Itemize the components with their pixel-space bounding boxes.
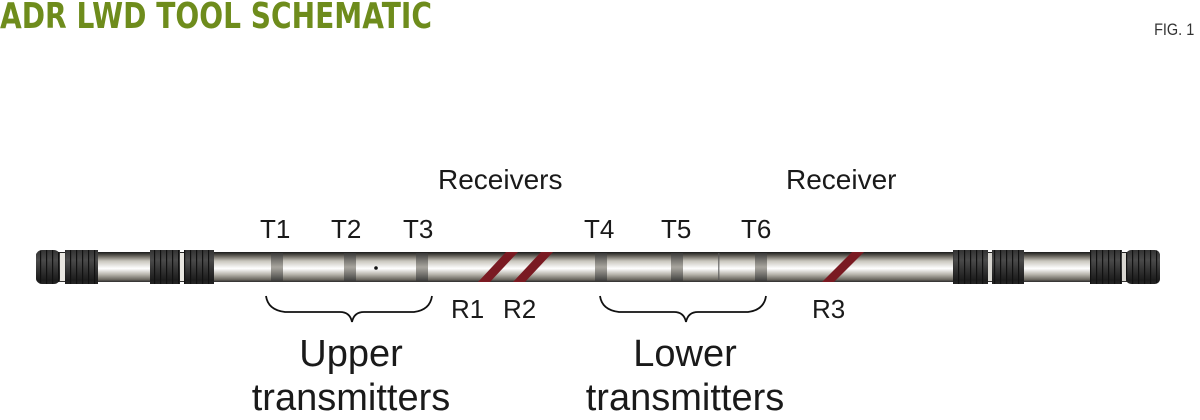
lower-transmitters-line1: Lower [633,333,737,375]
lower-transmitters-line2: transmitters [585,377,785,419]
receiver-label-r1: R1 [451,294,485,324]
lower-transmitters-label: Lower transmitters [560,332,810,420]
lower-transmitters-brace [599,295,767,323]
transmitter-label-t3: T3 [403,214,434,244]
transmitter-label-t2: T2 [331,214,362,244]
upper-transmitters-line1: Upper [299,333,403,375]
transmitter-rings [271,253,767,281]
receiver-label-r2: R2 [503,294,537,324]
receiver-stripes [478,252,864,282]
left-thread-sections [36,250,214,284]
upper-transmitters-brace [265,295,433,323]
upper-transmitters-line2: transmitters [251,377,451,419]
transmitter-label-t6: T6 [741,214,772,244]
diagram-title: ADR LWD TOOL SCHEMATIC [0,0,432,37]
transmitter-label-t5: T5 [661,214,692,244]
transmitter-label-t4: T4 [584,214,615,244]
braces [265,295,767,323]
receiver-label-r3: R3 [812,294,846,324]
receivers-group-label: Receivers [438,164,563,195]
right-thread-sections [953,250,1160,284]
upper-transmitters-label: Upper transmitters [226,332,476,420]
receiver-single-label: Receiver [786,164,897,195]
figure-label: FIG. 1 [1153,20,1194,39]
transmitter-label-t1: T1 [260,214,291,244]
